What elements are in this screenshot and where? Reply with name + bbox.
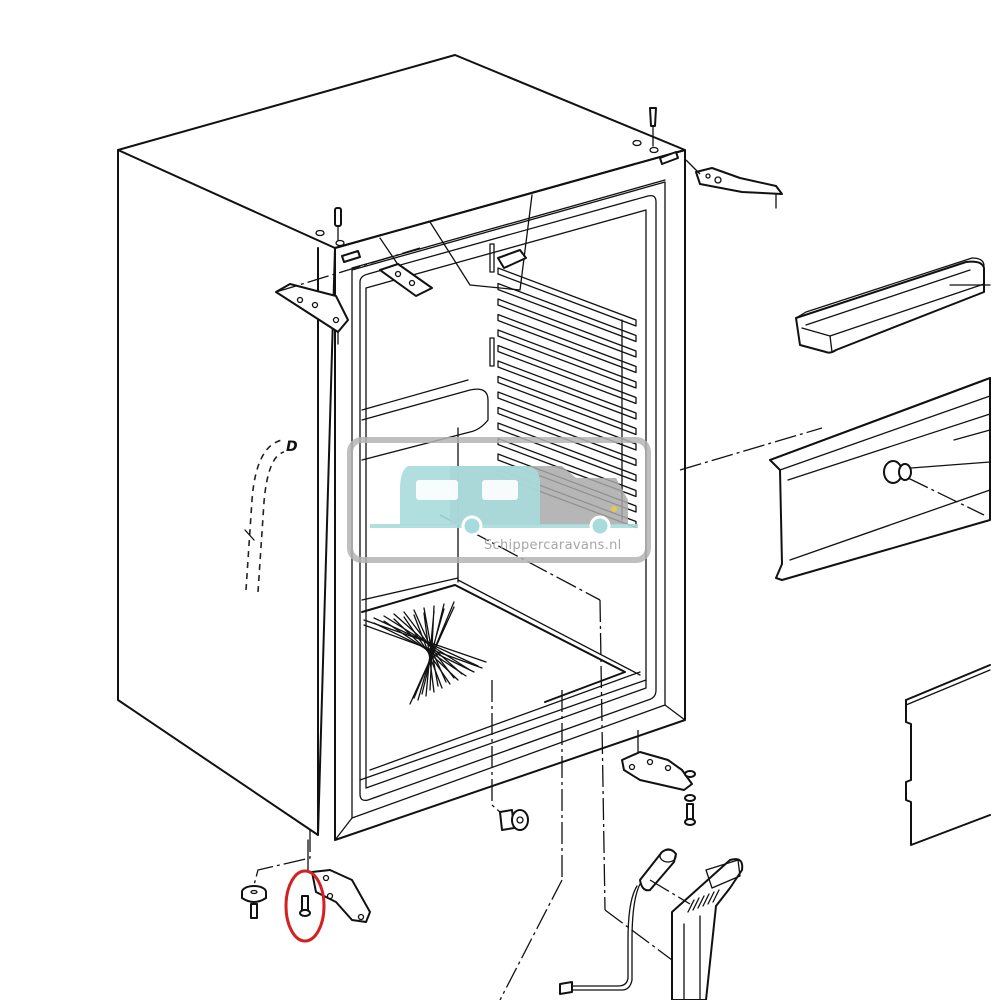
shelf-rib <box>413 609 447 689</box>
foot <box>241 830 311 919</box>
control-panel <box>679 377 991 581</box>
top-hinge-right <box>685 159 783 209</box>
shelf-rib <box>409 601 455 705</box>
grille-slot <box>687 899 695 913</box>
drain-tube: D <box>244 439 298 593</box>
leader-lines <box>439 514 673 1000</box>
tube-label: D <box>286 439 298 455</box>
top-screw-right <box>632 107 679 165</box>
grille-slot <box>692 897 700 911</box>
shelf-bottom <box>361 584 626 705</box>
watermark: Schippercaravans.nl <box>347 437 651 563</box>
top-hinge-inner <box>341 250 433 297</box>
grille-slot <box>707 891 715 905</box>
highlight-circle <box>284 869 326 943</box>
grille-slot <box>702 893 710 907</box>
bottom-screw <box>299 895 311 917</box>
evaporator-fin <box>497 329 637 389</box>
side-panel <box>905 664 991 846</box>
cabinet <box>117 54 686 841</box>
thermostat-sensor <box>559 848 691 995</box>
top-screw-left <box>315 207 345 247</box>
evaporator-fin <box>497 360 637 420</box>
evaporator-fin <box>497 298 637 358</box>
bottom-hinge-right <box>621 730 696 826</box>
shelf-rib <box>425 605 435 697</box>
grille-slot <box>712 889 720 903</box>
top-hinge-left <box>275 247 421 345</box>
drain-channel <box>671 858 744 1000</box>
evaporator-fin <box>497 313 637 374</box>
evaporator-fin <box>497 391 637 451</box>
evaporator-fin <box>497 344 637 405</box>
lamp-socket <box>491 680 529 831</box>
evaporator-fin <box>497 267 637 327</box>
control-knob <box>883 460 991 516</box>
evaporator-fin <box>497 375 637 436</box>
grille-slot <box>697 895 705 909</box>
watermark-text: Schippercaravans.nl <box>484 538 622 553</box>
evaporator-fin <box>497 282 637 343</box>
shelf-rib <box>417 603 445 701</box>
butter-tray <box>795 257 991 354</box>
evaporator-fin <box>497 422 637 482</box>
evaporator-brackets <box>489 243 527 367</box>
